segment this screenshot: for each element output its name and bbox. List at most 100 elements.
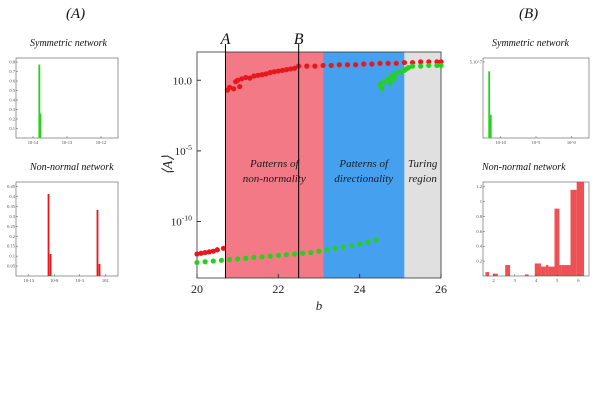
data-point-green [373, 237, 379, 243]
data-point-green [251, 254, 257, 261]
region-blue [323, 52, 405, 278]
histogram-bar [570, 189, 577, 276]
data-point-red [393, 60, 399, 66]
histogram-bar [559, 265, 562, 276]
inset-y-tick-label: 0.4 [9, 194, 15, 199]
inset-right-top: 5.10^7 10-10 10^5 10^0 [470, 57, 590, 145]
data-point-green [397, 69, 403, 75]
histogram-bar [545, 265, 549, 276]
data-point-green [308, 249, 314, 256]
inset-y-tick-label: 5.10^7 [470, 60, 483, 65]
data-point-red [287, 66, 294, 72]
vline-label-B: B [294, 31, 304, 48]
data-point-red [210, 248, 216, 254]
left-bottom-title: Non-normal network [30, 162, 114, 173]
inset-y-tick-label: 0.6 [476, 229, 482, 234]
inset-y-tick-label: 0.2 [9, 234, 15, 239]
data-point-green [377, 81, 383, 88]
data-point-red [194, 251, 200, 257]
inset-x-tick-label: 10^5 [532, 140, 542, 145]
data-point-red [283, 67, 290, 73]
x-tick-label: 24 [354, 282, 366, 296]
data-point-green [387, 80, 393, 86]
data-point-green [405, 64, 412, 71]
data-point-green [340, 244, 346, 250]
data-point-green [218, 257, 224, 263]
data-point-red [361, 61, 367, 67]
data-point-red [275, 68, 281, 74]
histogram-bar [488, 71, 491, 138]
data-point-green [316, 248, 322, 254]
histogram-bar [554, 208, 560, 276]
right-bottom-title: Non-normal network [482, 162, 566, 173]
data-point-red [271, 69, 277, 75]
data-point-red [235, 77, 241, 83]
inset-y-tick-label: 1.2 [476, 184, 482, 189]
data-point-red [202, 249, 208, 256]
inset-y-tick-label: 0.2 [9, 117, 15, 122]
data-point-green [210, 258, 216, 264]
region-label-blue: directionality [334, 173, 393, 185]
inset-x-tick-label: 5 [556, 278, 559, 283]
data-point-green [235, 256, 241, 262]
inset-y-tick-label: 0.6 [9, 79, 15, 84]
data-point-green [275, 252, 281, 258]
data-point-green [292, 251, 298, 257]
y-axis-label: ⟨A⟩ [161, 155, 176, 175]
x-axis-label: b [316, 298, 323, 313]
inset-x-tick-label: 3 [514, 278, 517, 283]
inset-y-tick-label: 0.1 [9, 254, 15, 259]
inset-x-tick-label: 10-3 [76, 278, 85, 283]
data-point-green [418, 63, 424, 69]
inset-x-tick-label: 10^0 [567, 140, 577, 145]
y-tick-label: 10-5 [175, 143, 193, 158]
inset-frame [482, 57, 590, 139]
histogram-bar [492, 273, 498, 276]
inset-y-tick-label: 0.5 [9, 88, 15, 93]
data-point-green [438, 62, 444, 69]
data-point-green [391, 76, 397, 82]
inset-x-tick-label: 10-8 [50, 278, 59, 283]
x-tick-label: 22 [272, 282, 284, 296]
data-point-red [312, 63, 318, 69]
inset-y-tick-label: 0.3 [9, 107, 15, 112]
inset-y-tick-label: 0.7 [9, 69, 15, 74]
data-point-red [239, 76, 245, 82]
y-tick-label: 10-10 [171, 214, 192, 229]
data-point-green [300, 250, 306, 256]
inset-y-tick-label: 0.3 [9, 214, 15, 219]
histogram-bar [534, 263, 541, 276]
inset-y-tick-label: 0.15 [7, 244, 16, 249]
data-point-green [381, 79, 387, 85]
panel-label-b: (B) [519, 6, 539, 22]
data-point-red [220, 245, 227, 251]
data-point-green [243, 255, 249, 261]
region-label-blue: Patterns of [338, 158, 390, 170]
data-point-red [226, 84, 233, 90]
inset-y-tick-label: 0.45 [7, 184, 16, 189]
data-point-red [206, 249, 212, 255]
panel-label-a: (A) [66, 6, 86, 22]
inset-y-tick-label: 0.25 [7, 224, 16, 229]
inset-y-tick-label: 0.8 [9, 60, 15, 65]
inset-y-tick-label: 1 [480, 199, 482, 204]
data-point-red [259, 72, 265, 78]
inset-y-tick-label: 0.1 [9, 126, 15, 131]
data-point-green [194, 259, 200, 266]
inset-x-tick-label: 10-13 [24, 278, 35, 283]
data-point-red [247, 75, 253, 81]
x-tick-label: 20 [191, 282, 203, 296]
y-tick-label: 10.0 [173, 75, 193, 87]
data-point-green [385, 76, 391, 82]
data-point-green [226, 257, 233, 263]
region-pink [225, 52, 324, 278]
inset-x-tick-label: 10-10 [495, 140, 506, 145]
data-point-green [324, 247, 330, 253]
inset-x-tick-label: 10-13 [62, 140, 73, 145]
data-point-red [198, 250, 204, 256]
region-label-gray: region [409, 173, 438, 185]
data-point-green [202, 259, 208, 265]
data-point-red [292, 65, 298, 71]
